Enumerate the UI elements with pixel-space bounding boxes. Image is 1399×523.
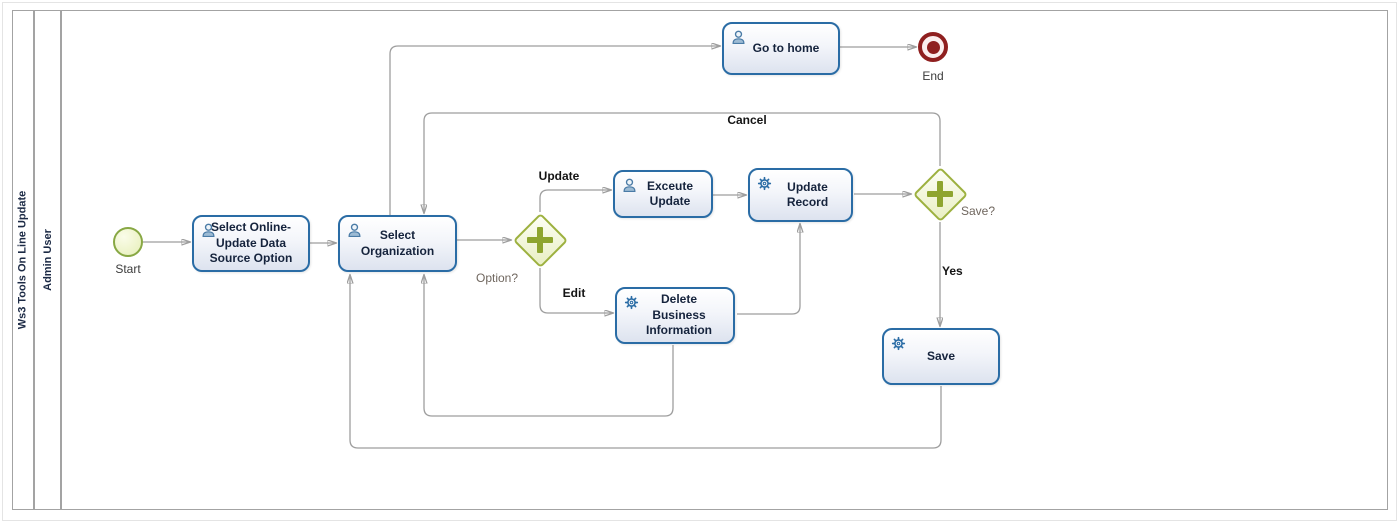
task-select-online-update-data-source-option[interactable]: Select Online-Update Data Source Option: [192, 215, 310, 272]
start-event[interactable]: [113, 227, 143, 257]
flow-label-cancel: Cancel: [727, 113, 767, 127]
pool-ws3-tools: [12, 10, 1388, 510]
flow-delete-business-to-update-record: [737, 224, 800, 315]
plus-icon: [536, 227, 544, 253]
task-delete-business-information[interactable]: Delete Business Information: [615, 287, 735, 344]
flow-delete-business-loop-to-select-org: [424, 275, 674, 417]
service-task-icon: [756, 175, 773, 192]
task-label: Delete Business Information: [646, 292, 712, 338]
gateway-save[interactable]: [912, 166, 968, 222]
task-go-to-home[interactable]: Go to home: [722, 22, 840, 75]
plus-icon: [936, 181, 944, 207]
flow-label-yes: Yes: [942, 264, 963, 278]
flow-label-edit: Edit: [562, 286, 586, 300]
task-update-record[interactable]: Update Record: [748, 168, 853, 222]
service-task-icon: [623, 294, 640, 311]
gateway-save-label: Save?: [961, 204, 996, 218]
user-task-icon: [200, 222, 217, 239]
flow-option-update-to-exceute-update: [539, 190, 611, 212]
lane-content-divider: [60, 10, 62, 510]
task-label: Save: [926, 348, 956, 363]
service-task-icon: [890, 335, 907, 352]
flow-option-edit-to-delete-business: [539, 268, 613, 313]
flow-save-loop-to-select-org: [350, 275, 942, 449]
start-event-label: Start: [115, 262, 141, 276]
end-event-label: End: [922, 69, 944, 83]
task-exceute-update[interactable]: Exceute Update: [613, 170, 713, 218]
end-event-inner-circle: [926, 40, 940, 54]
task-label: Update Record: [786, 179, 829, 209]
user-task-icon: [730, 29, 747, 46]
pool-lane-divider: [33, 10, 35, 510]
flow-label-update: Update: [538, 169, 580, 183]
task-label: Select Online-Update Data Source Option: [209, 220, 293, 266]
task-save[interactable]: Save: [882, 328, 1000, 385]
task-label: Go to home: [752, 40, 820, 55]
gateway-option-label: Option?: [476, 271, 519, 285]
flow-save-gateway-cancel-to-select-org: [424, 112, 941, 213]
task-label: Exceute Update: [646, 178, 694, 208]
task-select-organization[interactable]: Select Organization: [338, 215, 457, 272]
user-task-icon: [346, 222, 363, 239]
flow-select-org-to-go-to-home: [389, 46, 720, 215]
user-task-icon: [621, 177, 638, 194]
end-event[interactable]: [918, 32, 948, 62]
task-label: Select Organization: [360, 228, 435, 258]
gateway-option[interactable]: [512, 212, 568, 268]
